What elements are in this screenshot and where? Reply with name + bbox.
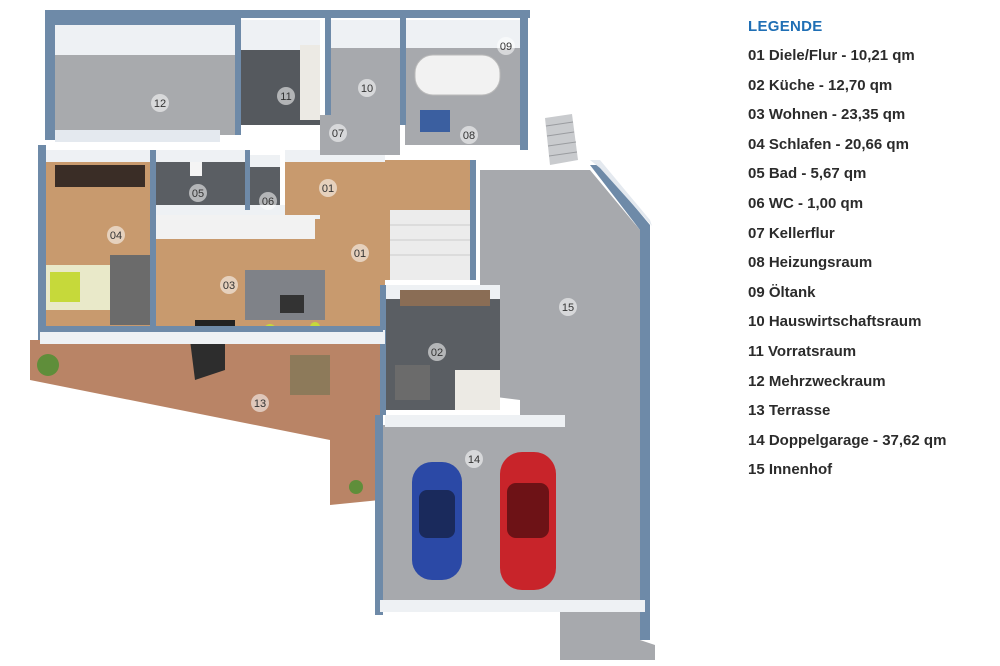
room-label-08: 08 <box>460 126 478 144</box>
legend: LEGENDE 01 Diele/Flur - 10,21 qm 02 Küch… <box>748 18 993 488</box>
room-08-heizungsraum <box>420 110 450 132</box>
room-label-13: 13 <box>251 394 269 412</box>
legend-item: 02 Küche - 12,70 qm <box>748 76 893 94</box>
svg-text:01: 01 <box>322 183 334 195</box>
oil-tank-icon <box>414 54 501 96</box>
svg-text:10: 10 <box>361 83 373 95</box>
room-12-mehrzweckraum <box>45 15 240 142</box>
room-label-06: 06 <box>259 192 277 210</box>
legend-item: 04 Schlafen - 20,66 qm <box>748 135 909 153</box>
room-label-12: 12 <box>151 94 169 112</box>
legend-item: 05 Bad - 5,67 qm <box>748 165 867 183</box>
room-label-14: 14 <box>465 450 483 468</box>
room-01-diele-flur <box>285 150 470 330</box>
legend-item: 08 Heizungsraum <box>748 254 873 272</box>
room-label-03: 03 <box>220 276 238 294</box>
svg-text:02: 02 <box>431 347 443 359</box>
plant-icon <box>37 354 363 494</box>
svg-text:07: 07 <box>332 128 344 140</box>
room-label-01a: 01 <box>319 179 337 197</box>
legend-item: 15 Innenhof <box>748 461 833 479</box>
room-15-innenhof <box>480 160 655 660</box>
svg-text:01: 01 <box>354 248 366 260</box>
room-label-11: 11 <box>277 87 295 105</box>
stairs-icon <box>390 210 470 280</box>
room-label-09: 09 <box>497 37 515 55</box>
svg-text:03: 03 <box>223 280 235 292</box>
room-11-vorratsraum <box>235 15 320 135</box>
svg-text:06: 06 <box>262 196 274 208</box>
legend-item: 06 WC - 1,00 qm <box>748 194 864 212</box>
car-red-icon <box>500 452 556 590</box>
svg-text:12: 12 <box>154 98 166 110</box>
room-label-02: 02 <box>428 343 446 361</box>
room-13-terrasse <box>30 340 380 505</box>
room-02-kueche <box>380 285 500 415</box>
svg-text:08: 08 <box>463 130 475 142</box>
stairs-icon <box>545 114 578 165</box>
legend-item: 01 Diele/Flur - 10,21 qm <box>748 47 915 64</box>
room-label-15: 15 <box>559 298 577 316</box>
room-label-05: 05 <box>189 184 207 202</box>
room-label-10: 10 <box>358 79 376 97</box>
legend-item: 10 Hauswirtschaftsraum <box>748 313 922 331</box>
svg-text:15: 15 <box>562 302 574 314</box>
room-10-hauswirtschaftsraum <box>325 15 400 125</box>
svg-text:09: 09 <box>500 41 512 53</box>
room-04-schlafen <box>38 145 150 345</box>
car-blue-icon <box>412 462 462 580</box>
svg-text:04: 04 <box>110 230 122 242</box>
svg-text:05: 05 <box>192 188 204 200</box>
svg-text:14: 14 <box>468 454 480 466</box>
legend-item: 14 Doppelgarage - 37,62 qm <box>748 431 947 449</box>
svg-text:11: 11 <box>280 91 291 103</box>
legend-item: 12 Mehrzweckraum <box>748 372 886 390</box>
room-label-07: 07 <box>329 124 347 142</box>
svg-text:13: 13 <box>254 398 266 410</box>
legend-item: 07 Kellerflur <box>748 224 835 242</box>
room-label-01b: 01 <box>351 244 369 262</box>
room-label-04: 04 <box>107 226 125 244</box>
legend-item: 09 Öltank <box>748 283 816 301</box>
legend-item: 03 Wohnen - 23,35 qm <box>748 106 906 124</box>
room-14-doppelgarage <box>375 415 645 615</box>
floor-plan: 12 11 10 09 08 07 05 06 01 01 04 03 <box>30 10 655 660</box>
legend-item: 11 Vorratsraum <box>748 342 857 360</box>
legend-item: 13 Terrasse <box>748 402 831 420</box>
legend-title: LEGENDE <box>748 18 823 35</box>
